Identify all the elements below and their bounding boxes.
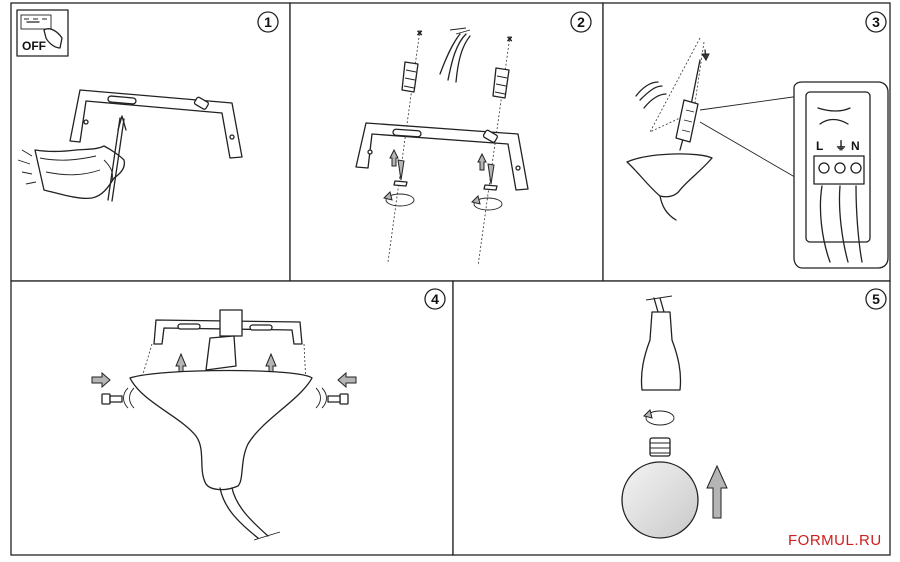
light-bulb — [621, 437, 699, 539]
screw-left — [101, 387, 135, 409]
terminal-block-small — [675, 99, 699, 143]
screw-left — [393, 159, 408, 187]
mounting-bracket — [69, 89, 243, 159]
left-arrow-icon — [337, 371, 357, 389]
step-3-badge — [865, 11, 887, 33]
up-arrow-icon — [706, 464, 728, 519]
svg-text:⏚: ⏚ — [835, 139, 847, 153]
screw-right — [315, 387, 349, 409]
wall-plug-right — [492, 67, 510, 99]
up-arrow-icon — [389, 148, 399, 167]
step-4-panel: 4 — [10, 280, 454, 556]
step-1-panel: 1 OFF — [10, 2, 291, 282]
right-arrow-icon — [91, 371, 111, 389]
svg-text:L: L — [816, 139, 823, 153]
terminal-box-detail: L ⏚ N — [793, 81, 889, 269]
rotate-clockwise-icon — [471, 195, 503, 211]
svg-text:×: × — [507, 34, 512, 44]
lampholder — [640, 311, 682, 391]
canopy-large — [129, 369, 313, 541]
bracket-top — [153, 309, 303, 371]
step-2-number: 2 — [577, 14, 585, 30]
screw-right — [483, 163, 498, 191]
step-1-number: 1 — [264, 14, 272, 30]
step-5-panel: 5 FORMUL.RU — [452, 280, 891, 556]
hand-with-pencil — [17, 115, 127, 202]
switch-off-icon: OFF — [16, 9, 69, 57]
step-1-badge — [257, 11, 279, 33]
wall-plug-left — [401, 61, 419, 93]
svg-text:OFF: OFF — [22, 39, 46, 53]
rotate-clockwise-icon — [643, 409, 675, 426]
up-arrow-icon — [477, 152, 487, 171]
rotate-clockwise-icon — [383, 191, 415, 207]
step-5-number: 5 — [872, 291, 880, 307]
supply-wires — [439, 27, 471, 83]
canopy-small — [626, 153, 713, 221]
step-3-number: 3 — [872, 14, 880, 30]
brand-watermark: FORMUL.RU — [788, 532, 882, 549]
step-3-panel: 3 L — [602, 2, 891, 282]
svg-text:N: N — [851, 139, 860, 153]
step-4-number: 4 — [431, 291, 439, 307]
step-5-badge — [865, 288, 887, 310]
bracket-installed — [355, 122, 529, 191]
step-2-badge — [570, 11, 592, 33]
step-4-badge — [424, 288, 446, 310]
svg-text:×: × — [417, 28, 422, 38]
step-2-panel: 2 × × — [289, 2, 604, 282]
